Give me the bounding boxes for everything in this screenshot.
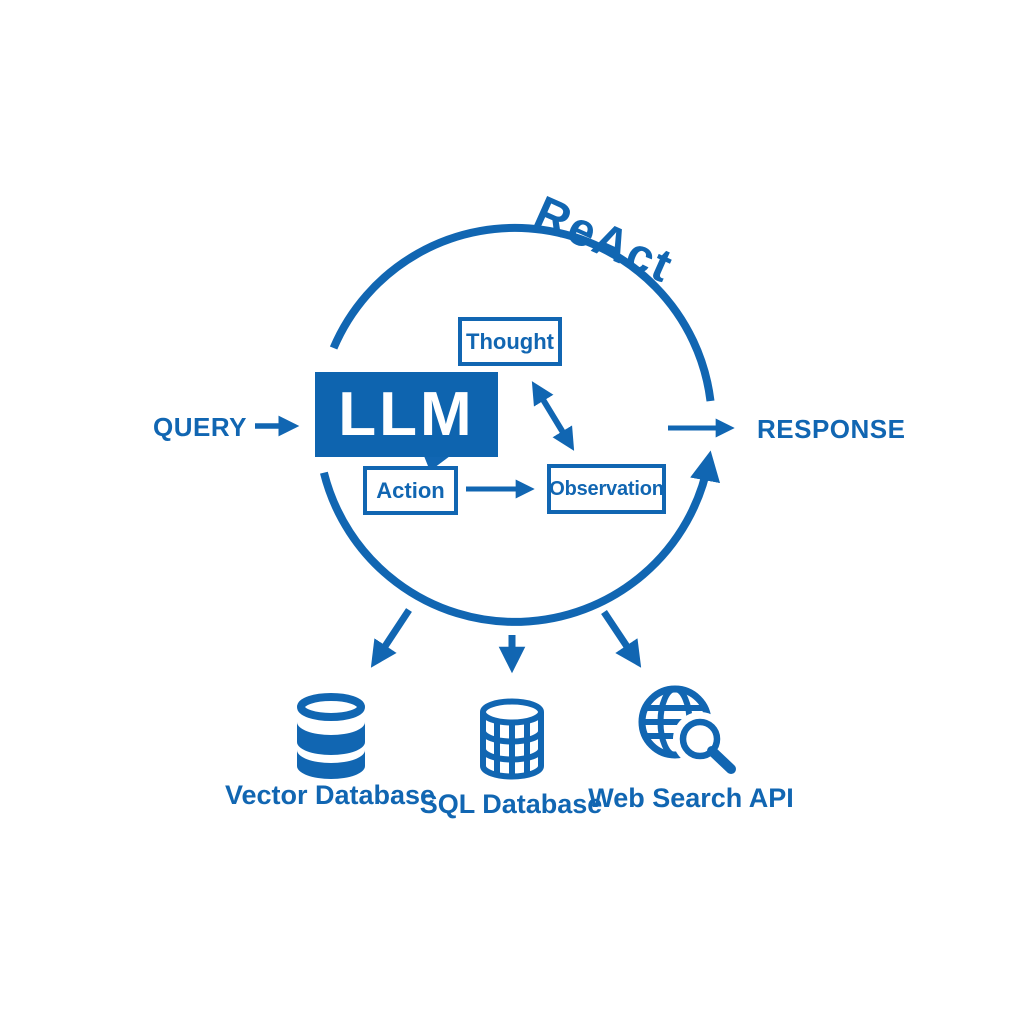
react-cycle-arc-top (329, 223, 715, 402)
action-box: Action (363, 466, 458, 515)
sql-database-icon (480, 698, 544, 780)
web-search-api-label: Web Search API (588, 783, 794, 813)
react-cycle-arc-bottom (320, 450, 721, 626)
vector-database-icon (297, 693, 365, 779)
arrow-to-web-search-api (601, 610, 642, 668)
llm-label: LLM (338, 379, 475, 449)
arrow-to-vector-database (370, 608, 412, 668)
llm-box: LLM (315, 372, 498, 457)
observation-box: Observation (547, 464, 666, 514)
thought-box: Thought (458, 317, 562, 366)
sql-database-label: SQL Database (419, 789, 603, 819)
vector-database-label: Vector Database (224, 780, 436, 810)
response-label: RESPONSE (757, 414, 906, 444)
thought-observation-double-arrow (531, 381, 575, 451)
web-search-api-icon (638, 685, 736, 774)
magnifier-handle (707, 746, 736, 774)
query-label: QUERY (153, 412, 247, 442)
